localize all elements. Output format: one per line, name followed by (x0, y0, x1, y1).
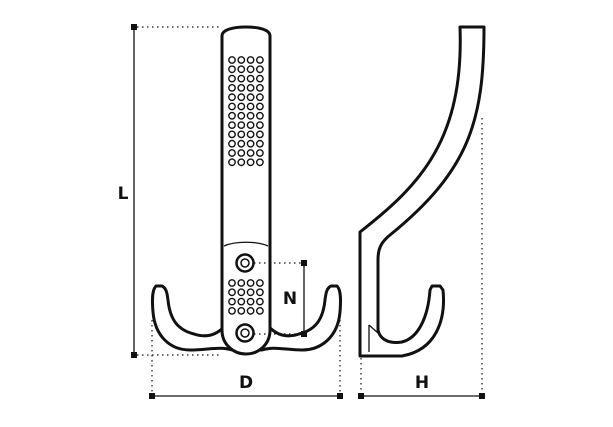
dot (237, 139, 246, 148)
dimension-h: H (358, 118, 485, 399)
dot (246, 102, 255, 111)
dot (246, 279, 255, 287)
dot (228, 297, 236, 306)
dimension-n-bottom-marker (301, 331, 307, 337)
dot (237, 297, 246, 306)
dot (246, 111, 255, 120)
dimension-d-right-marker (337, 393, 343, 399)
dot (237, 306, 246, 315)
dimension-l-label: L (118, 184, 129, 204)
dimension-h-label: H (415, 373, 429, 393)
dot (228, 288, 236, 297)
dimension-l-top-marker (131, 24, 137, 30)
dot (255, 111, 264, 120)
dot (246, 74, 255, 83)
dot (255, 84, 264, 92)
dot (255, 158, 264, 167)
dot (237, 130, 246, 139)
dimension-l: L (118, 24, 222, 358)
dot (246, 65, 255, 74)
dot (255, 102, 264, 111)
dot (255, 74, 264, 83)
side-hook-inner-edge (368, 324, 379, 352)
dot (237, 93, 246, 102)
dot (228, 74, 236, 83)
dimension-n-label: N (283, 289, 297, 309)
upper-dot-pattern (228, 56, 264, 167)
dot (246, 139, 255, 148)
dot (246, 121, 255, 130)
dimension-n-top-marker (301, 260, 307, 266)
dot (246, 130, 255, 139)
dot (228, 279, 236, 287)
dot (255, 56, 264, 64)
dot (246, 306, 255, 315)
dot (228, 121, 236, 130)
dot (228, 306, 236, 315)
dot (255, 65, 264, 74)
dot (228, 149, 236, 157)
dot (246, 158, 255, 167)
dot (255, 279, 264, 287)
dot (237, 149, 246, 157)
dot (228, 65, 236, 74)
dot (255, 130, 264, 139)
dot (237, 56, 246, 64)
dot (237, 102, 246, 111)
dimension-d-left-marker (149, 393, 155, 399)
dimension-d: D (149, 320, 343, 399)
dot (246, 56, 255, 64)
dot (237, 84, 246, 92)
side-hook-profile (358, 25, 486, 358)
dot (228, 130, 236, 139)
dot (228, 56, 236, 64)
dot (228, 158, 236, 167)
dot (246, 84, 255, 92)
lower-dot-pattern (228, 279, 264, 315)
dot (255, 288, 264, 297)
dimension-n: N (254, 260, 307, 337)
side-view (358, 25, 486, 358)
dot (246, 93, 255, 102)
dot (228, 102, 236, 111)
dot (237, 279, 246, 287)
dimension-l-bottom-marker (131, 352, 137, 358)
dot (255, 149, 264, 157)
dot (255, 121, 264, 130)
dot (228, 93, 236, 102)
dot (246, 297, 255, 306)
dot (237, 158, 246, 167)
dimension-d-label: D (239, 373, 253, 393)
dot (228, 84, 236, 92)
dot (228, 111, 236, 120)
dot (255, 139, 264, 148)
dot (237, 288, 246, 297)
upper-screw-hole (235, 253, 255, 273)
dot (228, 139, 236, 148)
lower-screw-hole (235, 323, 255, 343)
dot (246, 149, 255, 157)
dot (255, 297, 264, 306)
dimension-h-left-marker (358, 393, 364, 399)
dot (255, 306, 264, 315)
dot (255, 93, 264, 102)
front-plate-divider (223, 241, 269, 247)
dot (237, 65, 246, 74)
dot (237, 121, 246, 130)
dot (237, 74, 246, 83)
front-view (150, 25, 343, 356)
dimension-h-right-marker (479, 393, 485, 399)
dot (246, 288, 255, 297)
dot (237, 111, 246, 120)
